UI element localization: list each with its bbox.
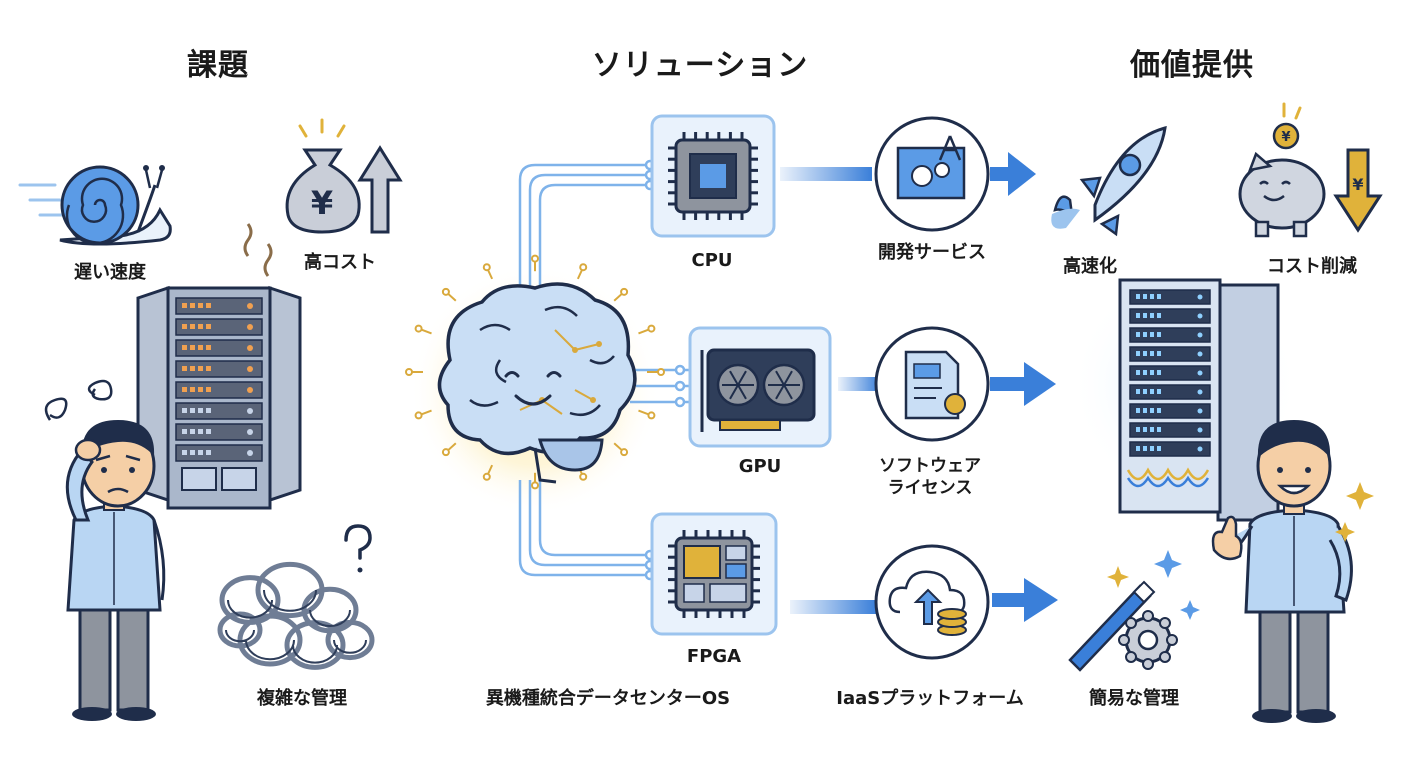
fpga-card bbox=[650, 512, 778, 636]
label-easy-management: 簡易な管理 bbox=[1089, 688, 1179, 709]
new-server-icon bbox=[1118, 278, 1280, 522]
tangled-cables-icon bbox=[217, 524, 375, 670]
label-license-line2: ライセンス bbox=[887, 478, 973, 498]
label-iaas: IaaSプラットフォーム bbox=[836, 688, 1024, 709]
gear-icon bbox=[1118, 610, 1178, 670]
label-high-cost: 高コスト bbox=[304, 252, 376, 273]
label-os: 異機種統合データセンターOS bbox=[485, 688, 731, 709]
dev-service-icon bbox=[874, 116, 990, 232]
column-title-problem: 課題 bbox=[187, 48, 249, 83]
label-speed-up: 高速化 bbox=[1063, 256, 1117, 277]
sparkle-icons bbox=[1107, 482, 1374, 620]
ai-brain-icon bbox=[405, 254, 665, 490]
cpu-card bbox=[650, 114, 776, 238]
confused-person bbox=[44, 379, 166, 721]
flow-arrows bbox=[780, 152, 1058, 622]
column-title-solution: ソリューション bbox=[591, 48, 809, 83]
snail-icon bbox=[18, 165, 172, 246]
happy-person bbox=[1211, 420, 1353, 723]
old-server-icon bbox=[136, 223, 302, 510]
piggy-bank-icon: ¥ ¥ bbox=[1238, 102, 1383, 238]
magic-wand-icon bbox=[1068, 580, 1156, 672]
column-title-value: 価値提供 bbox=[1130, 48, 1254, 83]
arrow-yen-symbol: ¥ bbox=[1352, 175, 1363, 194]
label-slow: 遅い速度 bbox=[74, 262, 146, 283]
money-bag-icon: ¥ bbox=[285, 118, 403, 234]
rocket-icon bbox=[1051, 125, 1167, 237]
yen-symbol: ¥ bbox=[311, 184, 333, 222]
label-cpu: CPU bbox=[691, 250, 733, 271]
label-license-line1: ソフトウェア bbox=[879, 456, 981, 476]
iaas-platform-icon bbox=[874, 544, 990, 660]
label-gpu: GPU bbox=[738, 456, 782, 477]
coin-yen-symbol: ¥ bbox=[1281, 130, 1290, 145]
label-dev-service: 開発サービス bbox=[878, 242, 986, 263]
label-cost-down: コスト削減 bbox=[1267, 256, 1357, 277]
label-complex: 複雑な管理 bbox=[257, 688, 347, 709]
connector-nodes bbox=[644, 159, 686, 581]
connector-lines bbox=[518, 163, 690, 577]
gpu-card bbox=[688, 326, 832, 448]
software-license-icon bbox=[874, 326, 990, 442]
label-fpga: FPGA bbox=[686, 646, 742, 667]
